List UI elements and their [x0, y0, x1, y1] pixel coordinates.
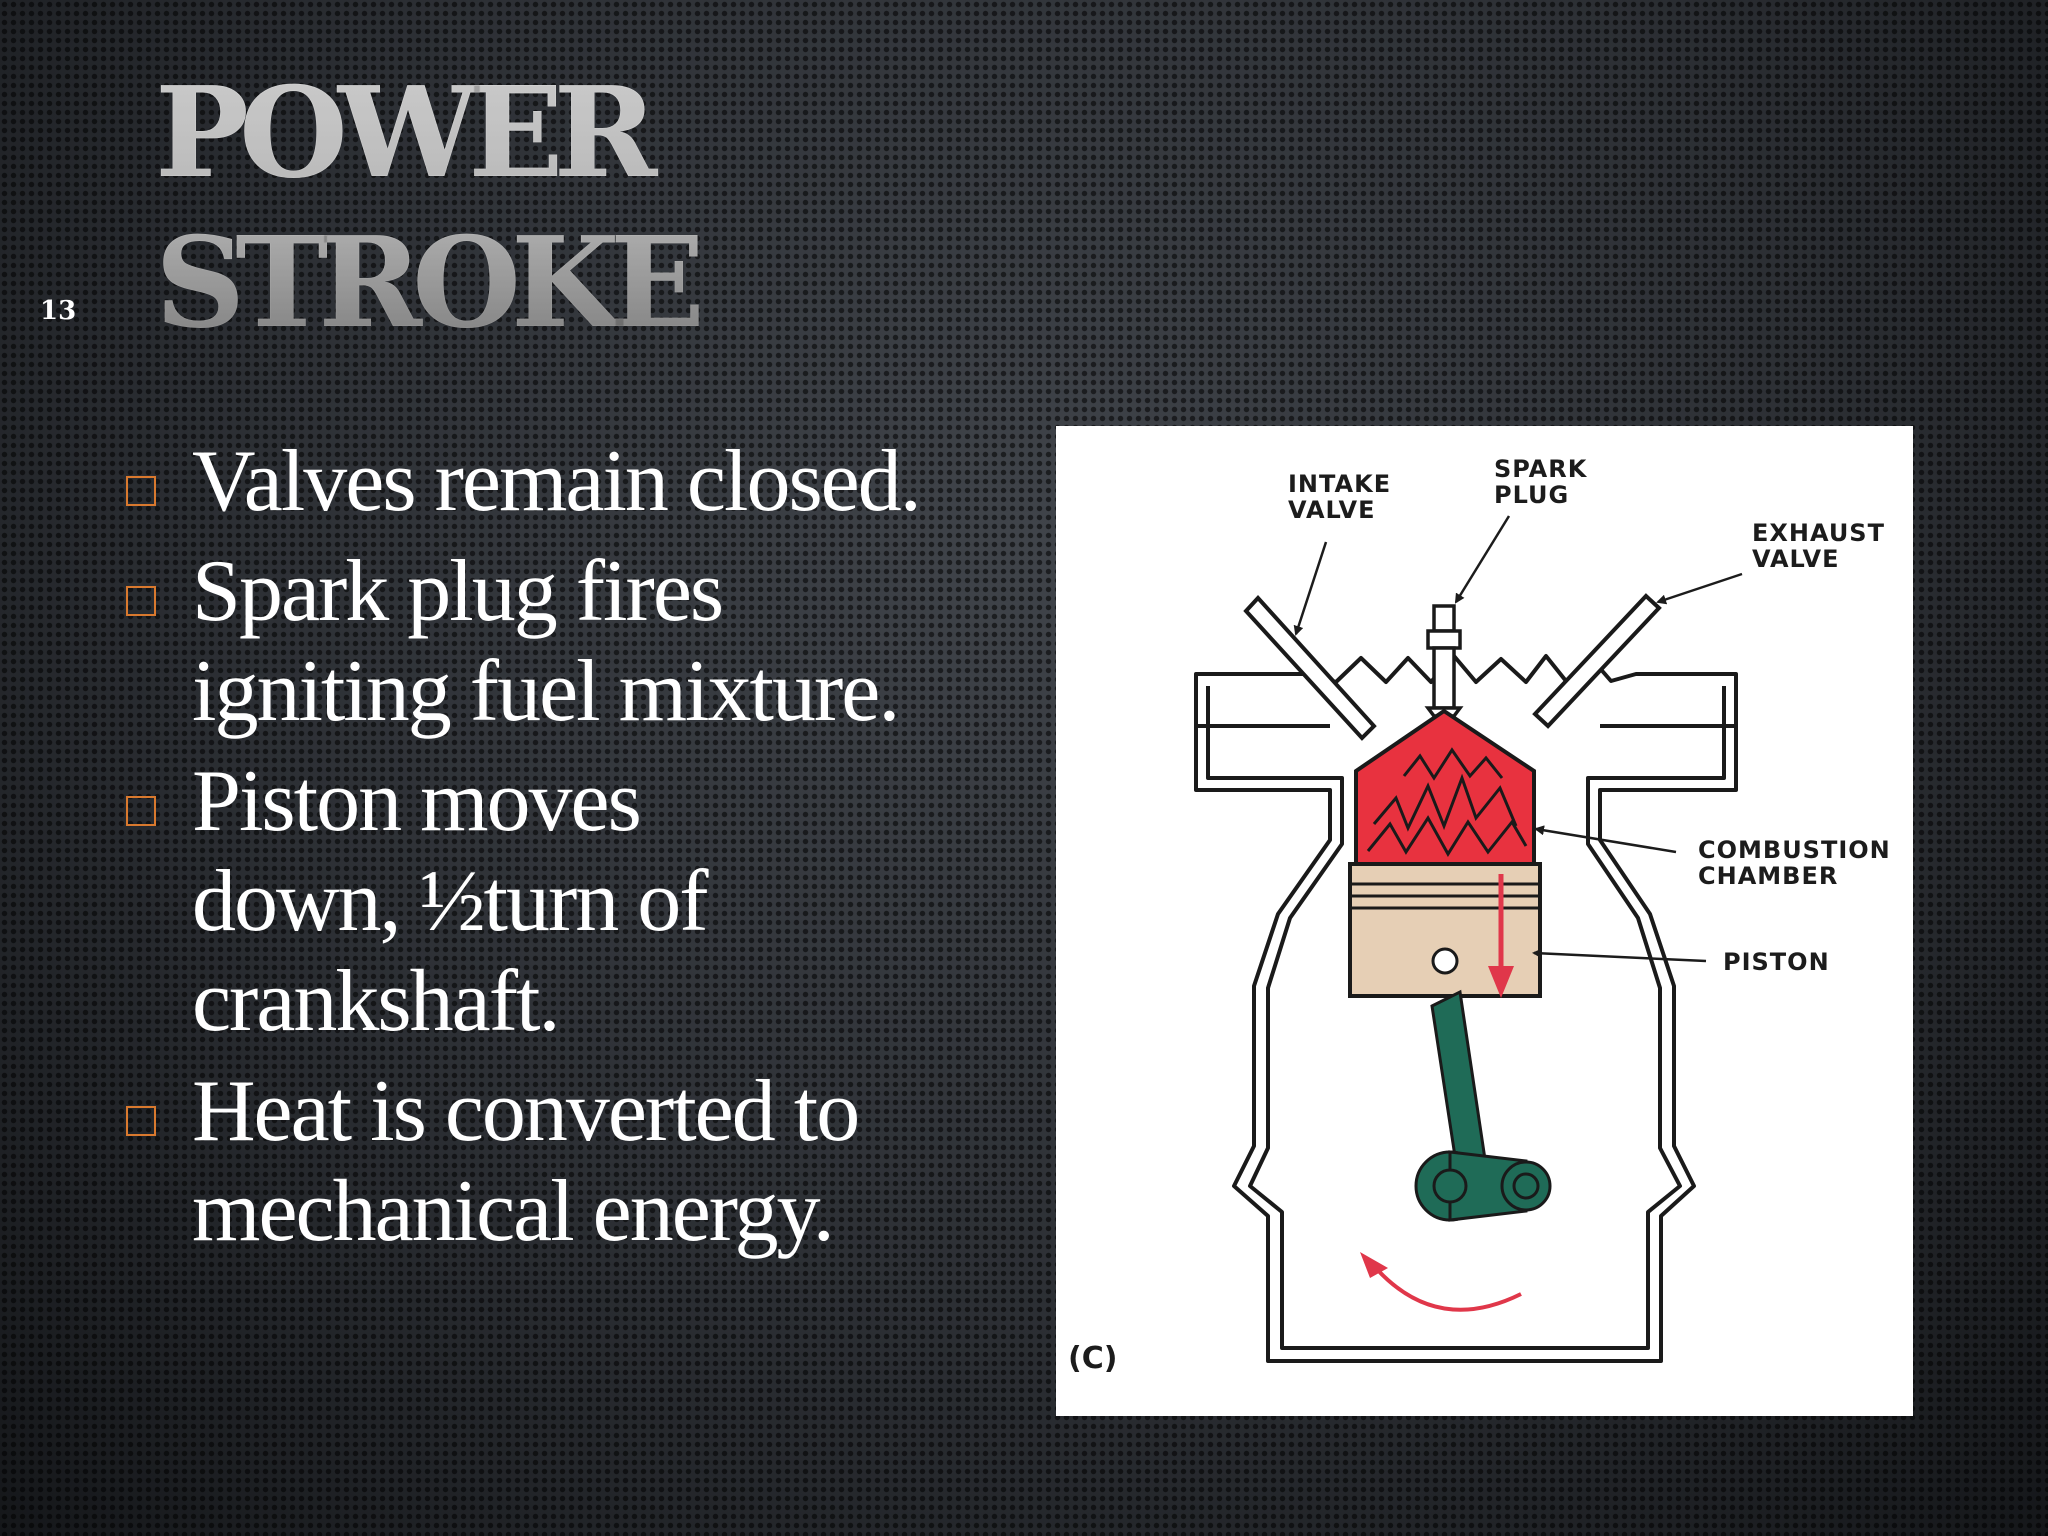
title-line-1: Power	[155, 60, 657, 206]
bullet-item: Spark plug fires igniting fuel mixture.	[126, 542, 1056, 742]
bullet-text: Heat is converted to mechanical energy.	[192, 1063, 860, 1260]
spark-plug-label: SPARK	[1494, 455, 1588, 483]
intake-valve-label: INTAKE	[1288, 470, 1391, 498]
exhaust-valve	[1532, 593, 1662, 729]
intake-valve-label: VALVE	[1288, 496, 1375, 524]
combustion-chamber-label: CHAMBER	[1698, 862, 1838, 890]
bullet-item: Piston moves down, ½turn of crankshaft.	[126, 752, 1056, 1052]
slide-title: Power Stroke	[155, 58, 855, 358]
bullet-text: Piston moves down, ½turn of crankshaft.	[192, 753, 709, 1050]
square-bullet-icon	[126, 586, 156, 616]
square-bullet-icon	[126, 796, 156, 826]
intake-valve	[1243, 595, 1377, 741]
panel-label: (C)	[1068, 1341, 1117, 1376]
rotation-arrow-icon	[1360, 1252, 1522, 1312]
bullet-text: Spark plug fires igniting fuel mixture.	[192, 543, 900, 740]
bullet-item: Valves remain closed.	[126, 432, 1056, 532]
exhaust-valve-label: VALVE	[1752, 545, 1839, 573]
piston	[1348, 862, 1542, 998]
square-bullet-icon	[126, 476, 156, 506]
exhaust-valve-label: EXHAUST	[1752, 519, 1885, 547]
slide-number: 13	[40, 296, 77, 326]
combustion-chamber-label: COMBUSTION	[1698, 836, 1891, 864]
spark-plug-label: PLUG	[1494, 481, 1569, 509]
down-arrow-icon	[1488, 874, 1514, 998]
connecting-rod	[1414, 989, 1552, 1222]
title-line-2: Stroke	[155, 210, 705, 356]
spark-plug	[1424, 604, 1464, 718]
combustion-chamber	[1354, 708, 1536, 866]
bullet-item: Heat is converted to mechanical energy.	[126, 1062, 1056, 1262]
engine-diagram: INTAKE VALVE SPARK PLUG EXHAUST VALVE CO…	[1056, 426, 1913, 1416]
engine-block	[1194, 654, 1738, 1363]
piston-label: PISTON	[1723, 948, 1830, 976]
square-bullet-icon	[126, 1106, 156, 1136]
bullet-text: Valves remain closed.	[192, 433, 922, 530]
bullet-list: Valves remain closed. Spark plug fires i…	[126, 432, 1056, 1272]
